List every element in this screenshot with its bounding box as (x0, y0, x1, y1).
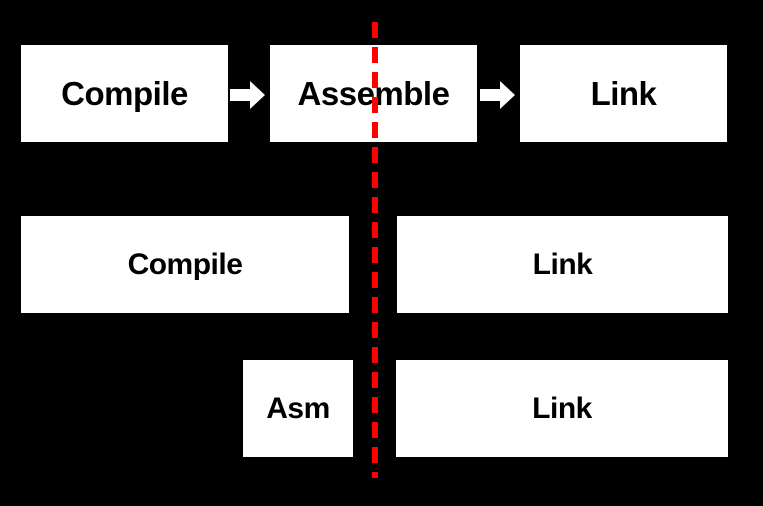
stage-box-asm-row3: Asm (243, 360, 353, 457)
right-arrow-icon-compile-to-assemble (230, 80, 266, 110)
stage-box-compile-row1: Compile (21, 45, 228, 142)
stage-label: Link (590, 75, 657, 112)
stage-label: Asm (266, 391, 330, 425)
stage-label: Link (532, 391, 592, 425)
dashed-divider-line (372, 22, 378, 478)
stage-box-link-row2: Link (397, 216, 728, 313)
stage-label: Compile (127, 247, 243, 281)
stage-label: Compile (61, 75, 188, 112)
stage-label: Link (532, 247, 593, 281)
stage-box-compile-row2: Compile (21, 216, 349, 313)
stage-box-link-row1: Link (520, 45, 727, 142)
right-arrow-icon-assemble-to-link (480, 80, 516, 110)
stage-box-link-row3: Link (396, 360, 728, 457)
